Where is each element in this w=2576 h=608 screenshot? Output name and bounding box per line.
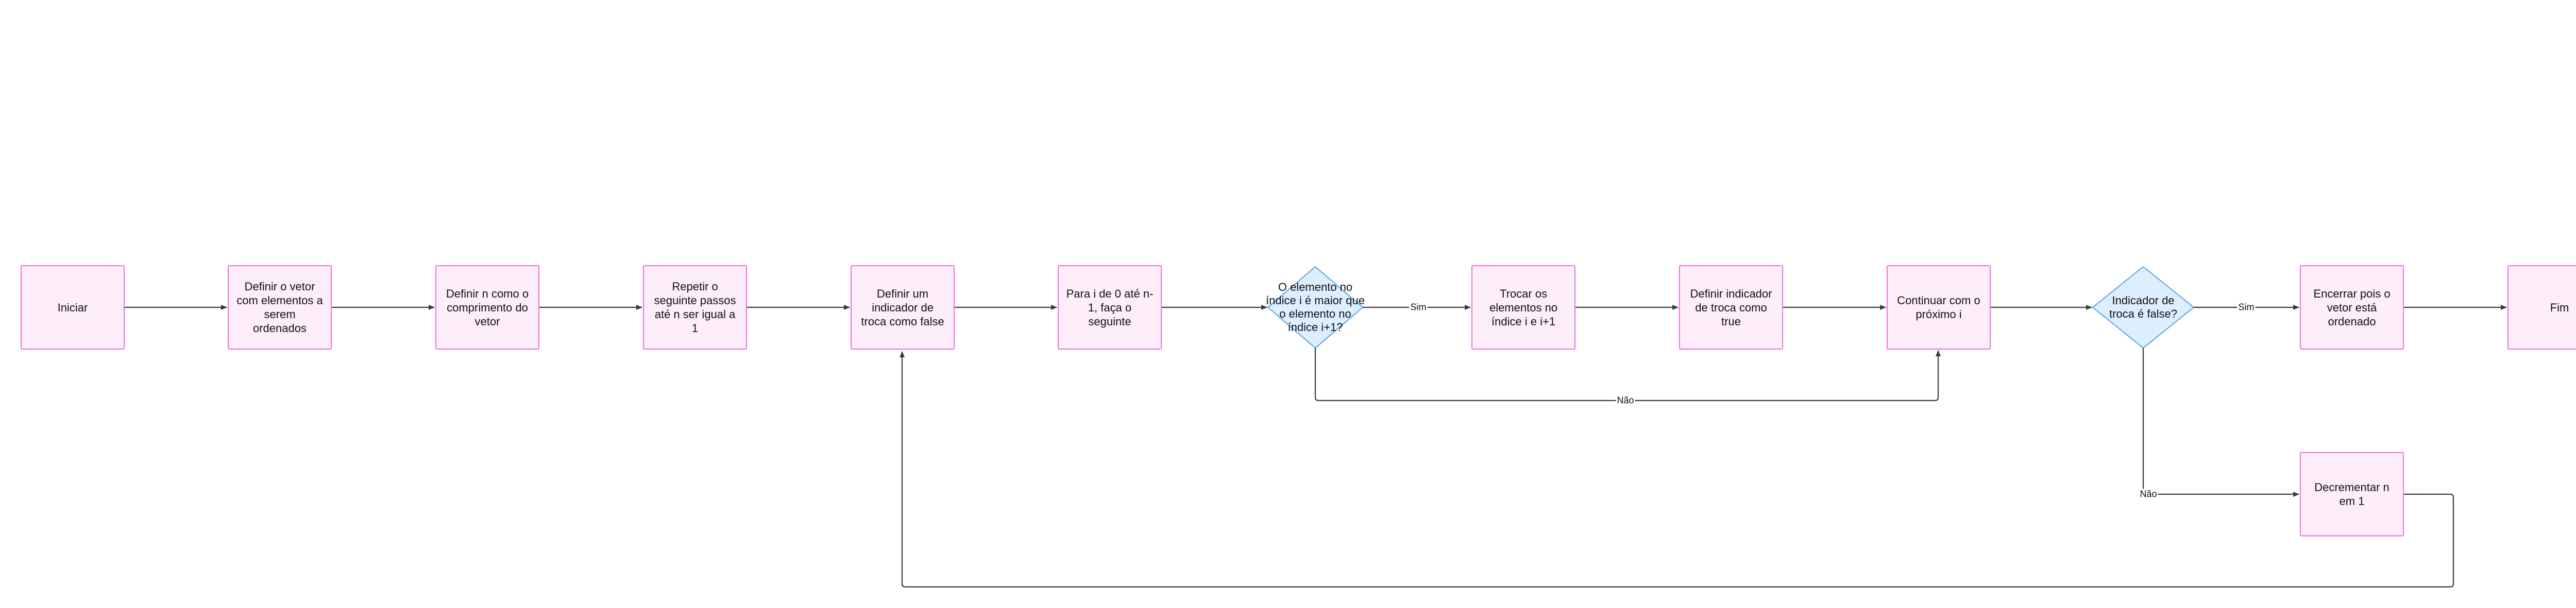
node-definir-vetor: Definir o vetor com elementos a serem or…	[228, 265, 332, 350]
node-iniciar: Iniciar	[21, 265, 125, 350]
node-definir-vetor-label: Definir o vetor com elementos a serem or…	[236, 280, 323, 335]
node-encerrar-label: Encerrar pois o vetor está ordenado	[2313, 287, 2391, 328]
node-indicador-false-label: Definir um indicador de troca como false	[861, 287, 944, 328]
edge-decrementar-loop-to-indicador-false	[900, 351, 2454, 588]
node-continuar-label: Continuar com o próximo i	[1897, 294, 1980, 321]
node-continuar: Continuar com o próximo i	[1887, 265, 1991, 350]
edge-label-nao-swap-flag: Não	[2139, 489, 2158, 500]
node-para-i-label: Para i de 0 até n-1, faça o seguinte	[1066, 287, 1154, 328]
node-indicador-false: Definir um indicador de troca como false	[851, 265, 955, 350]
node-repetir: Repetir o seguinte passos até n ser igua…	[643, 265, 747, 350]
decision-swap-flag-label: Indicador de troca é false?	[2109, 294, 2178, 320]
node-decrementar-label: Decrementar n em 1	[2314, 481, 2389, 508]
edge-label-nao-comparison: Não	[1616, 395, 1635, 406]
decision-element-comparison-label: O elemento no índice i é maior que o ele…	[1266, 281, 1365, 334]
node-iniciar-label: Iniciar	[57, 301, 88, 314]
node-indicador-true: Definir indicador de troca como true	[1679, 265, 1783, 350]
node-definir-n-label: Definir n como o comprimento do vetor	[446, 287, 529, 328]
edge-decisao-maior-nao-to-continuar	[1314, 348, 1941, 402]
node-definir-n: Definir n como o comprimento do vetor	[435, 265, 539, 350]
node-para-i: Para i de 0 até n-1, faça o seguinte	[1058, 265, 1162, 350]
node-fim: Fim	[2507, 265, 2576, 350]
node-trocar: Trocar os elementos no índice i e i+1	[1471, 265, 1575, 350]
node-encerrar: Encerrar pois o vetor está ordenado	[2300, 265, 2404, 350]
node-repetir-label: Repetir o seguinte passos até n ser igua…	[654, 280, 736, 335]
node-decrementar: Decrementar n em 1	[2300, 452, 2404, 536]
edge-decisao-troca-nao-to-decrementar	[2142, 348, 2299, 497]
node-indicador-true-label: Definir indicador de troca como true	[1690, 287, 1772, 328]
edge-label-sim-swap-flag: Sim	[2237, 302, 2256, 313]
node-fim-label: Fim	[2550, 301, 2569, 314]
node-trocar-label: Trocar os elementos no índice i e i+1	[1489, 287, 1558, 328]
edge-label-sim-comparison: Sim	[1409, 302, 1428, 313]
